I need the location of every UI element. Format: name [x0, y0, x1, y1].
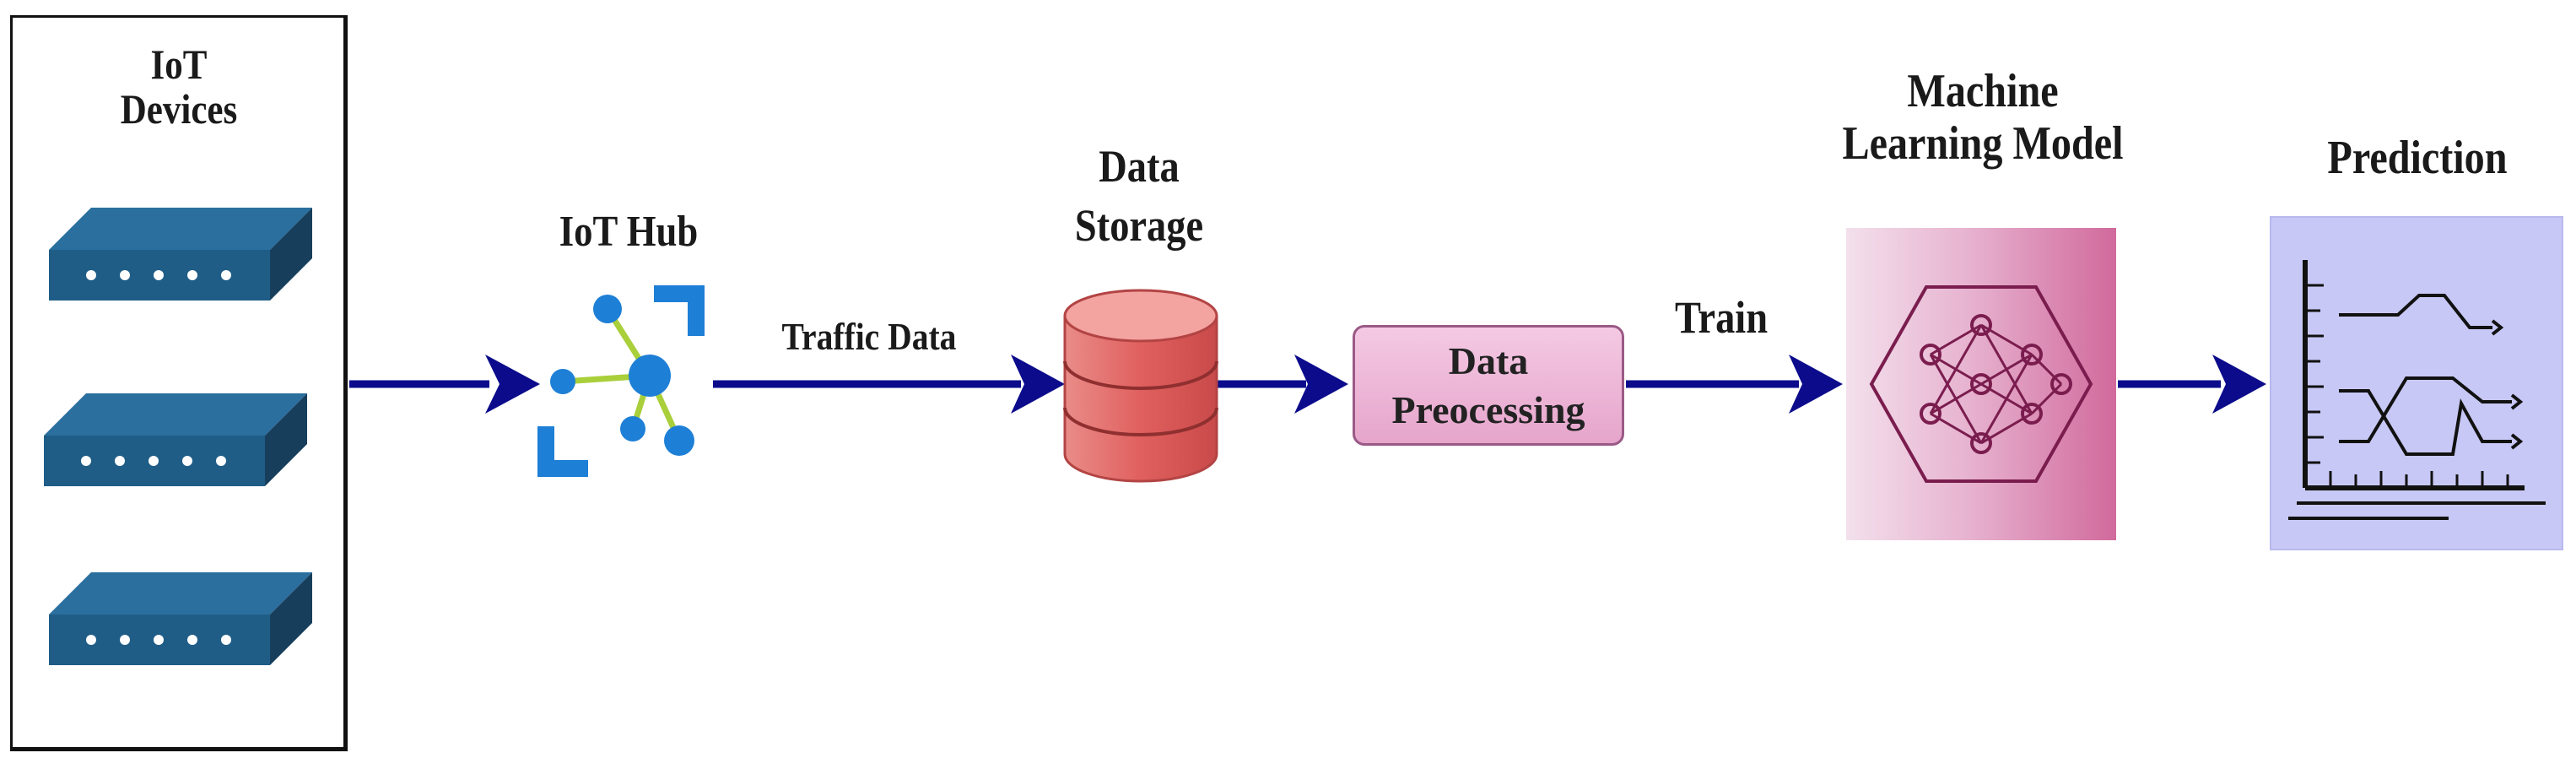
prediction-box	[2270, 216, 2563, 550]
data-storage-label-line2: Storage	[1074, 200, 1204, 252]
iot-hub-icon	[537, 285, 705, 477]
data-storage-label-line1: Data	[1099, 141, 1180, 192]
iot-hub-label: IoT Hub	[559, 208, 699, 256]
iot-devices-label-line2: Devices	[120, 84, 238, 133]
iot-devices-label: IoT Devices	[106, 42, 251, 131]
ml-model-label-line1: Machine	[1907, 65, 2059, 117]
iot-devices-label-line1: IoT	[150, 41, 208, 88]
traffic-data-label: Traffic Data	[781, 315, 957, 358]
data-storage-label: Data Storage	[1052, 137, 1226, 255]
database-icon	[1063, 289, 1218, 483]
ml-model-label: Machine Learning Model	[1816, 65, 2150, 170]
device-icons	[44, 208, 312, 665]
train-label: Train	[1674, 292, 1769, 343]
data-processing-label-line2: Preocessing	[1391, 387, 1585, 431]
network-switch-icon	[44, 393, 307, 486]
network-switch-icon	[49, 572, 312, 665]
ml-model-box	[1846, 228, 2116, 540]
data-processing-label-line1: Data	[1448, 339, 1529, 382]
timeline-chart-icon	[2288, 260, 2546, 520]
arrow-processing-to-ml	[1626, 355, 1843, 414]
network-switch-icon	[49, 208, 312, 301]
ml-model-label-line2: Learning Model	[1842, 116, 2124, 170]
data-processing-box: Data Preocessing	[1353, 325, 1624, 446]
neural-network-icon	[1869, 285, 2093, 483]
prediction-label: Prediction	[2327, 132, 2508, 184]
arrow-storage-to-processing	[1217, 355, 1348, 414]
arrow-ml-to-prediction	[2118, 355, 2266, 414]
arrow-devices-to-hub	[349, 355, 540, 414]
arrow-hub-to-storage	[713, 355, 1065, 414]
